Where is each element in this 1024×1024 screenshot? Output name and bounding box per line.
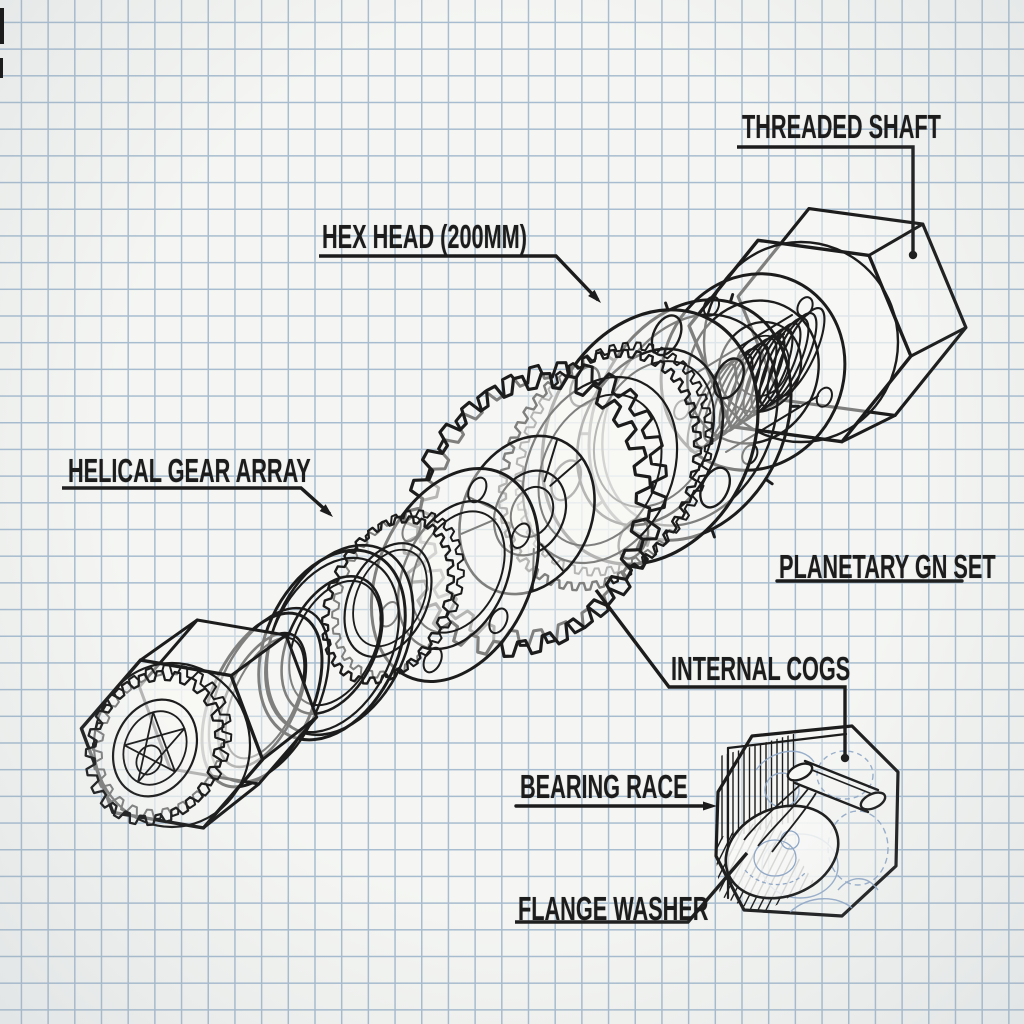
paper-edge-mark [0, 8, 4, 44]
label-planetary-set: PLANETARY GN SET [779, 548, 996, 586]
hex-nut-part [79, 618, 319, 830]
label-bearing-race: BEARING RACE [520, 768, 688, 806]
bearing-detail-view [714, 724, 900, 918]
leader-lines [62, 145, 964, 924]
label-threaded-shaft: THREADED SHAFT [742, 108, 941, 146]
paper-edge-mark [0, 58, 3, 78]
label-helical-gear-array: HELICAL GEAR ARRAY [68, 452, 311, 490]
label-flange-washer: FLANGE WASHER [518, 890, 709, 928]
label-internal-cogs: INTERNAL COGS [671, 650, 851, 688]
label-hex-head: HEX HEAD (200MM) [322, 218, 527, 256]
